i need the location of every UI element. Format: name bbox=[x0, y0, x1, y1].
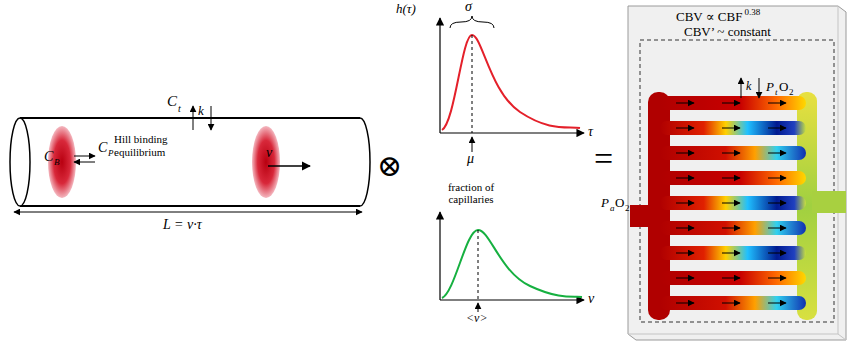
subscript: 2 bbox=[789, 88, 794, 98]
velocity-plot bbox=[440, 212, 584, 312]
axis-title: τ bbox=[588, 124, 593, 139]
pressure-symbol: P bbox=[601, 196, 609, 210]
concentration-symbol: C bbox=[167, 93, 177, 110]
process-label: Hill binding equilibrium bbox=[114, 133, 186, 158]
subscript: t bbox=[775, 88, 778, 98]
subscript: P bbox=[108, 149, 114, 159]
rate-constant: k bbox=[746, 80, 751, 93]
axis-title: h(τ) bbox=[396, 2, 416, 16]
capillary-tube bbox=[10, 106, 370, 212]
equals-symbol: = bbox=[594, 140, 613, 177]
length-equation: L = v·τ bbox=[163, 217, 202, 232]
convolution-symbol: ⊗ bbox=[377, 149, 402, 182]
capillary-network bbox=[628, 6, 846, 340]
scaling-law: CBV ∝ CBF bbox=[676, 10, 742, 25]
subscript: a bbox=[610, 204, 615, 214]
axis-title: v bbox=[588, 291, 594, 306]
mean-velocity: <v> bbox=[466, 312, 488, 325]
axis-title: fraction of capillaries bbox=[428, 181, 514, 205]
exponent: 0.38 bbox=[744, 7, 760, 17]
capillary-tube-box: Hill binding equilibrium bbox=[10, 119, 362, 205]
network-panel: CBV ∝ CBF0.38CBV’ ~ constant bbox=[628, 6, 846, 340]
subscript: B bbox=[54, 158, 60, 168]
width-symbol: σ bbox=[465, 0, 472, 14]
concentration-symbol: C bbox=[98, 140, 107, 155]
volume-note: CBV’ ~ constant bbox=[684, 25, 771, 40]
pressure-symbol: P bbox=[766, 80, 774, 94]
subscript: t bbox=[178, 103, 181, 114]
concentration-symbol: C bbox=[44, 149, 53, 164]
rate-constant: k bbox=[198, 104, 204, 118]
oxygen-symbol: O bbox=[615, 196, 624, 210]
subscript: 2 bbox=[625, 204, 630, 214]
mean-symbol: μ bbox=[467, 151, 474, 166]
velocity-symbol: v bbox=[266, 145, 272, 160]
oxygen-symbol: O bbox=[779, 80, 788, 94]
transit-time-plot bbox=[440, 16, 584, 152]
